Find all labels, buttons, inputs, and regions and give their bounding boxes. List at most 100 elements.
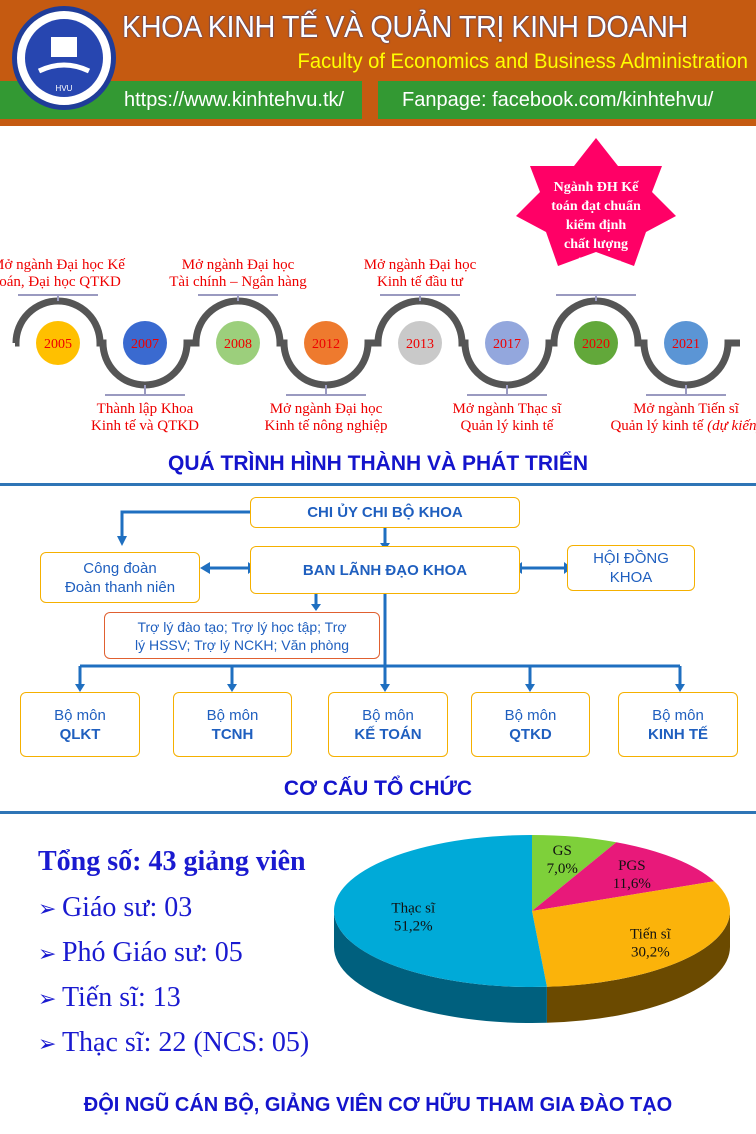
council-box: HỘI ĐỒNG KHOA [567, 545, 695, 591]
timeline-connector [18, 294, 98, 301]
year-marker [304, 321, 348, 365]
year-label: 2020 [582, 337, 610, 352]
event-line: Mở ngành Đại học Kế [0, 257, 125, 273]
year-marker [36, 321, 80, 365]
party-committee-box: CHI ỦY CHI BỘ KHOA [250, 497, 520, 528]
timeline-connector [467, 385, 547, 396]
year-marker [574, 321, 618, 365]
staff-item-text: Giáo sư: 03 [61, 892, 193, 923]
council-label: KHOA [609, 569, 653, 586]
timeline-track [12, 297, 740, 389]
event-line: Mở ngành Thạc sĩ [452, 401, 562, 417]
department-name: TCNH [211, 725, 254, 743]
leadership-box: BAN LÃNH ĐẠO KHOA [250, 546, 520, 594]
staff-title: ĐỘI NGŨ CÁN BỘ, GIẢNG VIÊN CƠ HỮU THAM G… [83, 1094, 673, 1116]
event-line: Mở ngành Đại học [181, 257, 295, 273]
event-line: Kinh tế đầu tư [376, 274, 464, 290]
staff-item: ➢ Phó Giáo sư: 05 [38, 937, 243, 969]
year-marker [485, 321, 529, 365]
year-marker [398, 321, 442, 365]
star-line: chất lượng [564, 237, 628, 252]
staff-item-text: Thạc sĩ: 22 (NCS: 05) [61, 1027, 310, 1058]
department-name: KINH TẾ [648, 725, 708, 743]
event-line: Quản lý kinh tế (dự kiến) [596, 418, 756, 435]
event-line: Mở ngành Đại học [269, 401, 383, 417]
org-title: CƠ CẤU TỔ CHỨC [283, 777, 473, 800]
year-label: 2005 [44, 337, 72, 352]
party-committee-label: CHI ỦY CHI BỘ KHOA [307, 504, 463, 521]
year-marker [664, 321, 708, 365]
star-line: giáo dục [570, 256, 622, 271]
council-label: HỘI ĐỒNG [593, 550, 669, 567]
pie-side-3 [334, 911, 547, 1023]
timeline-connector [556, 294, 636, 301]
timeline-connector [286, 385, 366, 396]
staff-item-text: Tiến sĩ: 13 [61, 982, 181, 1013]
union-label: Công đoàn [83, 559, 157, 577]
pie-slice [532, 842, 715, 911]
event-line: toán, Đại học QTKD [0, 274, 121, 290]
event-line: Thành lập Khoa [96, 401, 194, 417]
faculty-logo: HVU [12, 6, 116, 110]
event-line: Mở ngành Đại học [363, 257, 477, 273]
event-note: (dự kiến) [707, 418, 756, 434]
department-prefix: Bộ môn [652, 706, 704, 724]
fanpage-bar: Fanpage: facebook.com/kinhtehvu/ [378, 81, 756, 119]
event-line: Mở ngành Tiến sĩ [633, 401, 739, 417]
timeline-connector [380, 294, 460, 301]
department-name: KẾ TOÁN [354, 725, 422, 743]
divider [0, 483, 756, 486]
pie-category-label: Thạc sĩ [391, 901, 436, 917]
header-banner: https://www.kinhtehvu.tk/ Fanpage: faceb… [0, 0, 756, 126]
leadership-label: BAN LÃNH ĐẠO KHOA [302, 561, 468, 579]
department-prefix: Bộ môn [206, 706, 259, 724]
department-name: QTKD [509, 725, 552, 743]
timeline-connector [646, 385, 726, 396]
year-label: 2008 [224, 337, 252, 352]
star-text: Ngành ĐH Kế toán đạt chuẩn kiểm định chấ… [536, 178, 656, 273]
total-value: : 43 giảng viên [132, 846, 306, 877]
staff-total: Tổng số: 43 giảng viên [38, 846, 306, 878]
svg-text:HVU: HVU [56, 84, 73, 93]
pie-value-label: 11,6% [613, 876, 651, 892]
year-label: 2007 [131, 337, 159, 352]
pie-slice [334, 835, 547, 987]
pie-side-2 [546, 911, 730, 1023]
department-prefix: Bộ môn [362, 706, 414, 724]
department-prefix: Bộ môn [504, 706, 557, 724]
website-link[interactable]: https://www.kinhtehvu.tk/ [124, 89, 345, 111]
staff-item: ➢ Thạc sĩ: 22 (NCS: 05) [38, 1027, 309, 1059]
pie-slice [532, 835, 617, 911]
star-line: kiểm định [565, 218, 627, 233]
star-badge [516, 138, 676, 266]
pie-category-label: Tiến sĩ [630, 927, 672, 943]
staff-item: ➢ Tiến sĩ: 13 [38, 982, 181, 1014]
year-marker [216, 321, 260, 365]
year-label: 2021 [672, 337, 700, 352]
pie-value-label: 30,2% [631, 945, 670, 961]
pie-category-label: GS [553, 843, 572, 859]
year-label: 2013 [406, 337, 434, 352]
star-line: Ngành ĐH Kế [553, 180, 639, 195]
timeline-title: QUÁ TRÌNH HÌNH THÀNH VÀ PHÁT TRIỂN [168, 452, 588, 475]
fanpage-link[interactable]: Fanpage: facebook.com/kinhtehvu/ [402, 89, 714, 111]
pie-value-label: 7,0% [547, 861, 578, 877]
total-label: Tổng số [38, 846, 133, 877]
arrow-bullet-icon: ➢ [38, 941, 62, 966]
arrow-bullet-icon: ➢ [38, 896, 62, 921]
year-label: 2017 [493, 337, 521, 352]
event-line: Tài chính – Ngân hàng [169, 274, 307, 290]
staff-item: ➢ Giáo sư: 03 [38, 892, 192, 924]
staff-item-text: Phó Giáo sư: 05 [61, 937, 243, 968]
